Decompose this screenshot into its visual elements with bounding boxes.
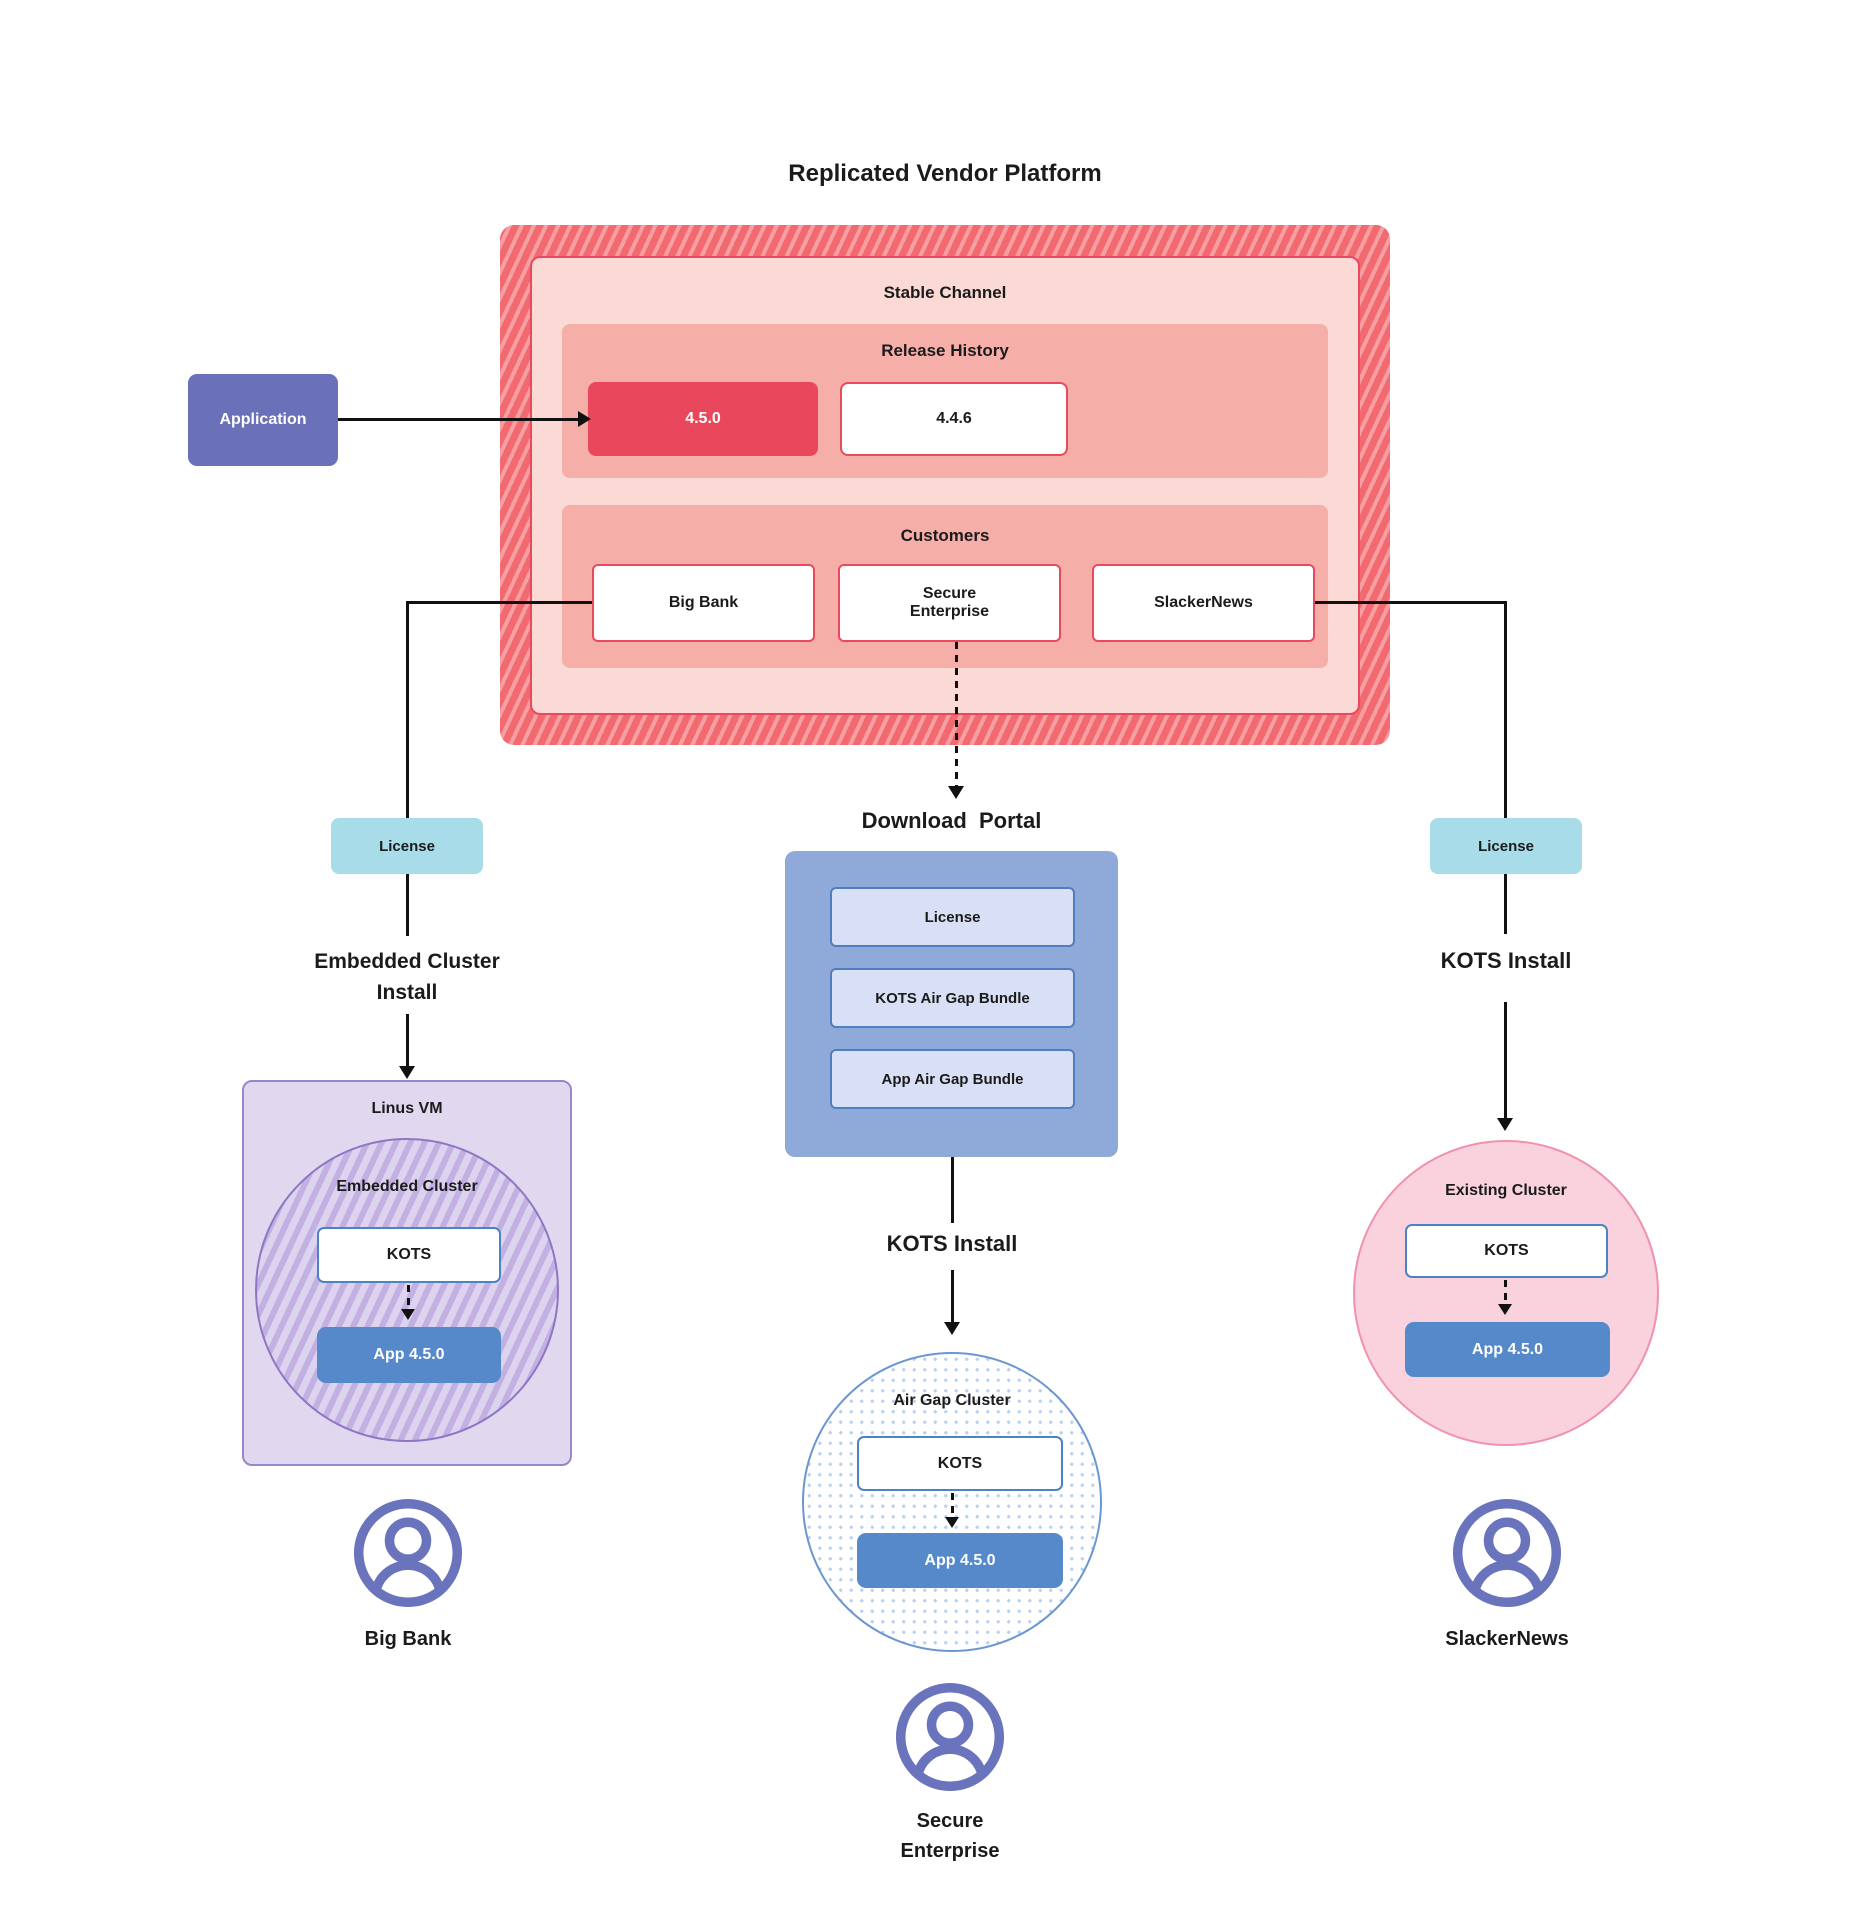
- linus-vm-label: Linus VM: [371, 1100, 443, 1117]
- license-node-left: License: [331, 818, 483, 874]
- kots-install-label-middle: KOTS Install: [886, 1231, 1018, 1256]
- secure-enterprise-arrowhead-icon: [948, 786, 964, 799]
- customers-label: Customers: [900, 526, 990, 545]
- middle-install-line: [951, 1270, 954, 1324]
- customer-slackernews-label: SlackerNews: [1154, 594, 1253, 611]
- license-node-right: License: [1430, 818, 1582, 874]
- portal-kots-airgap-item: KOTS Air Gap Bundle: [830, 968, 1075, 1028]
- bigbank-branch-vline: [406, 601, 409, 818]
- embedded-cluster-label: Embedded Cluster: [336, 1178, 478, 1195]
- air-gap-cluster-label: Air Gap Cluster: [893, 1392, 1011, 1409]
- stable-channel-label: Stable Channel: [883, 283, 1007, 302]
- kots-node-left: KOTS: [317, 1227, 501, 1283]
- left-license-line: [406, 874, 409, 936]
- existing-cluster-label: Existing Cluster: [1445, 1182, 1567, 1199]
- customer-secure-enterprise-label: Secure Enterprise: [909, 585, 990, 620]
- slackernews-user-icon: [1451, 1497, 1563, 1609]
- application-node: Application: [188, 374, 338, 466]
- app-node-left: App 4.5.0: [317, 1327, 501, 1383]
- secure-enterprise-dashed-line: [955, 642, 958, 788]
- app-node-right: App 4.5.0: [1405, 1322, 1610, 1377]
- customer-slackernews: SlackerNews: [1092, 564, 1315, 642]
- application-arrowhead-icon: [578, 411, 591, 427]
- bigbank-branch-hline: [407, 601, 592, 604]
- portal-to-install-line: [951, 1157, 954, 1223]
- portal-app-airgap-item: App Air Gap Bundle: [830, 1049, 1075, 1109]
- release-history-label: Release History: [881, 341, 1009, 360]
- middle-kots-arrowhead-icon: [945, 1517, 959, 1528]
- big-bank-user-label: Big Bank: [364, 1628, 452, 1650]
- app-node-middle: App 4.5.0: [857, 1533, 1063, 1588]
- secure-enterprise-user-label: Secure Enterprise: [900, 1810, 1000, 1862]
- kots-node-right: KOTS: [1405, 1224, 1608, 1278]
- portal-license-item: License: [830, 887, 1075, 947]
- big-bank-user-icon: [352, 1497, 464, 1609]
- left-kots-dashed-line: [407, 1285, 410, 1311]
- middle-kots-dashed-line: [951, 1493, 954, 1519]
- download-portal-label: Download Portal: [861, 808, 1042, 833]
- customer-big-bank-label: Big Bank: [668, 594, 739, 611]
- slackernews-user-label: SlackerNews: [1445, 1628, 1569, 1650]
- left-install-arrowhead-icon: [399, 1066, 415, 1079]
- slackernews-branch-hline: [1315, 601, 1505, 604]
- left-install-line: [406, 1014, 409, 1068]
- right-install-line: [1504, 1002, 1507, 1120]
- release-4-4-6: 4.4.6: [840, 382, 1068, 456]
- release-4-5-0: 4.5.0: [588, 382, 818, 456]
- right-kots-arrowhead-icon: [1498, 1304, 1512, 1315]
- right-license-line: [1504, 874, 1507, 934]
- middle-install-arrowhead-icon: [944, 1322, 960, 1335]
- secure-enterprise-user-icon: [894, 1681, 1006, 1793]
- left-kots-arrowhead-icon: [401, 1309, 415, 1320]
- right-install-arrowhead-icon: [1497, 1118, 1513, 1131]
- kots-install-label-right: KOTS Install: [1440, 948, 1572, 973]
- embedded-cluster-install-label: Embedded Cluster Install: [314, 950, 500, 1004]
- slackernews-branch-vline: [1504, 601, 1507, 818]
- air-gap-cluster-circle: [802, 1352, 1102, 1652]
- right-kots-dashed-line: [1504, 1280, 1507, 1306]
- application-to-release-line: [338, 418, 580, 421]
- diagram-title: Replicated Vendor Platform: [788, 160, 1102, 187]
- kots-node-middle: KOTS: [857, 1436, 1063, 1491]
- customer-big-bank: Big Bank: [592, 564, 815, 642]
- customer-secure-enterprise: Secure Enterprise: [838, 564, 1061, 642]
